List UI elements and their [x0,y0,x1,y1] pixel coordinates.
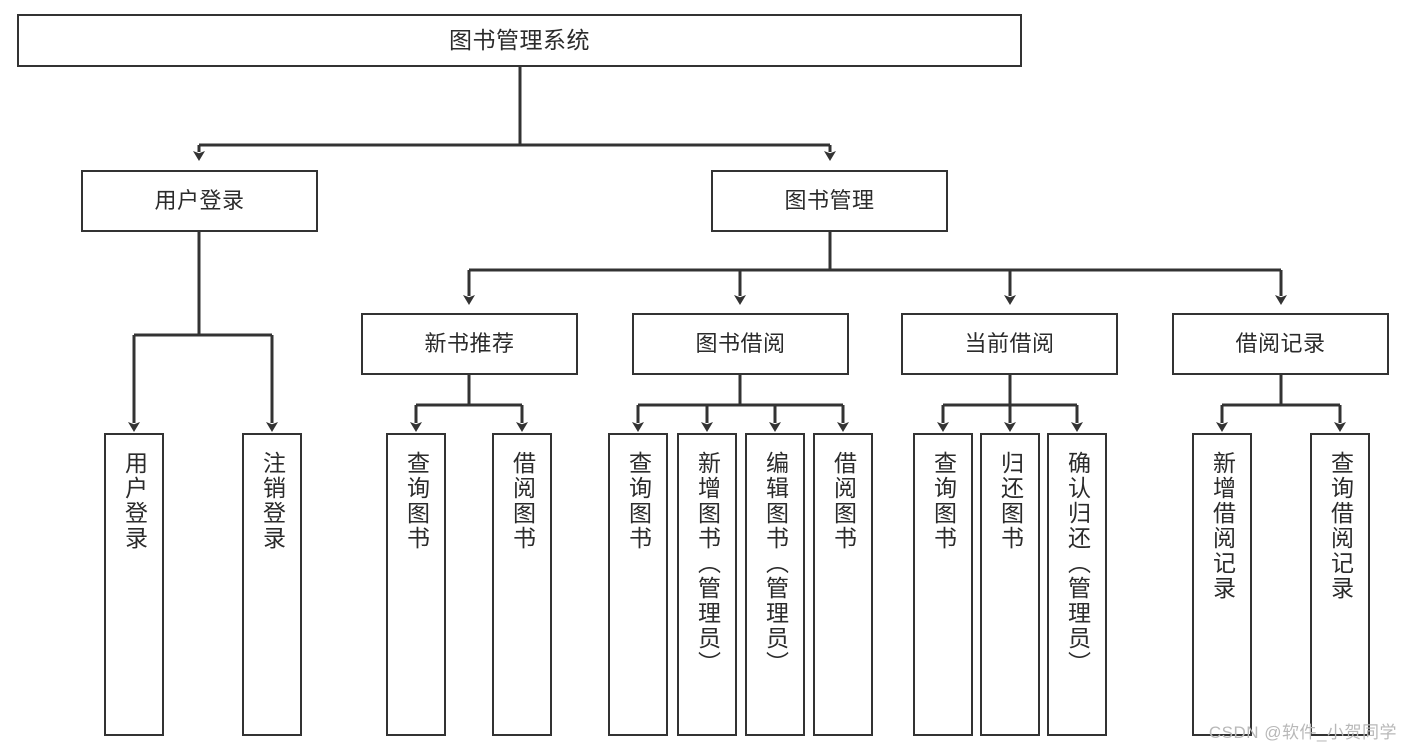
node-label: 图书管理系统 [449,26,590,53]
leaf-book-borrow-add-book-admin[interactable]: 新增图书（管理员） [677,433,737,736]
leaf-book-borrow-query-book[interactable]: 查询图书 [608,433,668,736]
node-root-book-management-system[interactable]: 图书管理系统 [17,14,1022,67]
node-book-management[interactable]: 图书管理 [711,170,948,232]
leaf-current-borrow-query-book[interactable]: 查询图书 [913,433,973,736]
leaf-user-login-login[interactable]: 用户登录 [104,433,164,736]
node-label: 图书管理 [784,188,875,214]
leaf-new-book-query-book[interactable]: 查询图书 [386,433,446,736]
node-borrow-record[interactable]: 借阅记录 [1172,313,1389,375]
node-book-borrow[interactable]: 图书借阅 [632,313,849,375]
node-label: 查询图书 [403,451,430,551]
node-new-book-recommend[interactable]: 新书推荐 [361,313,578,375]
leaf-current-borrow-confirm-return-admin[interactable]: 确认归还（管理员） [1047,433,1107,736]
leaf-book-borrow-borrow-book[interactable]: 借阅图书 [813,433,873,736]
csdn-watermark: CSDN @软件_小贺同学 [1208,723,1397,742]
node-label: 借阅图书 [509,451,536,551]
node-label: 借阅图书 [830,451,857,551]
node-label: 查询借阅记录 [1327,451,1354,601]
node-label: 确认归还（管理员） [1064,451,1091,676]
node-label: 归还图书 [997,451,1024,551]
leaf-borrow-record-add-record[interactable]: 新增借阅记录 [1192,433,1252,736]
leaf-current-borrow-return-book[interactable]: 归还图书 [980,433,1040,736]
leaf-new-book-borrow-book[interactable]: 借阅图书 [492,433,552,736]
node-user-login[interactable]: 用户登录 [81,170,318,232]
node-label: 新书推荐 [424,331,515,357]
node-label: 编辑图书（管理员） [762,451,789,676]
node-label: 新增图书（管理员） [694,451,721,676]
node-current-borrow[interactable]: 当前借阅 [901,313,1118,375]
node-label: 用户登录 [154,188,245,214]
node-label: 用户登录 [121,451,148,551]
leaf-borrow-record-query-record[interactable]: 查询借阅记录 [1310,433,1370,736]
leaf-book-borrow-edit-book-admin[interactable]: 编辑图书（管理员） [745,433,805,736]
node-label: 借阅记录 [1235,331,1326,357]
node-label: 新增借阅记录 [1209,451,1236,601]
node-label: 注销登录 [259,451,286,551]
node-label: 当前借阅 [964,331,1055,357]
node-label: 查询图书 [625,451,652,551]
leaf-user-login-logout[interactable]: 注销登录 [242,433,302,736]
node-label: 图书借阅 [695,331,786,357]
node-label: 查询图书 [930,451,957,551]
